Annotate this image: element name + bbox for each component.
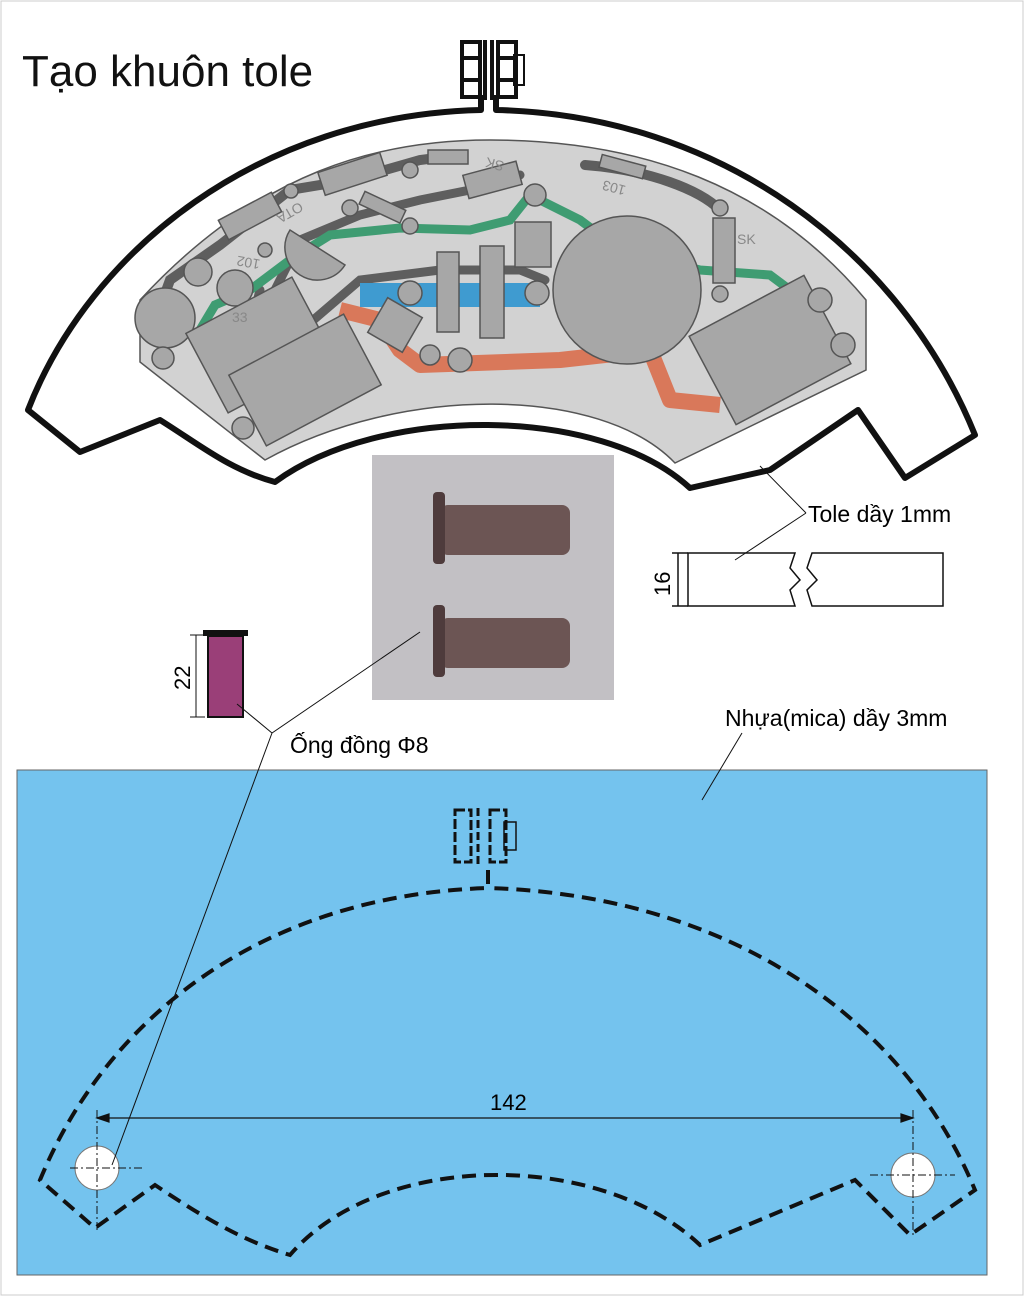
- mica-plate: [16, 769, 988, 1276]
- pcb-label-sk-right: SK: [737, 231, 756, 247]
- copper-tube: [190, 630, 248, 718]
- tole-height-label: 16: [650, 572, 675, 596]
- diagram-title: Tạo khuôn tole: [22, 47, 313, 96]
- tole-outline: [25, 95, 978, 491]
- pcb-label-sk-top: SK: [483, 154, 506, 174]
- tole-strip: [672, 552, 944, 607]
- tube-height-label: 22: [170, 666, 195, 690]
- copper-tube-photo: [372, 455, 614, 700]
- mounting-holes: [70, 1110, 955, 1235]
- hole-distance-label: 142: [490, 1090, 527, 1115]
- pcb-board: SK 103 SK OTA 102 33: [134, 139, 867, 464]
- mica-thickness-label: Nhựa(mica) dầy 3mm: [725, 705, 947, 731]
- mold-dashed-outline: [37, 870, 978, 1258]
- hole-distance-dimension: [95, 1113, 915, 1123]
- copper-tube-label: Ống đồng Φ8: [290, 731, 429, 758]
- pcb-label-103: 103: [600, 177, 627, 199]
- pcb-label-33: 33: [232, 309, 248, 325]
- leader-lines: [111, 465, 807, 1166]
- tole-thickness-label: Tole dầy 1mm: [808, 501, 951, 527]
- pcb-label-102: 102: [235, 253, 261, 273]
- clamp-outline-icon: [453, 808, 517, 865]
- clamp-icon: [460, 40, 525, 100]
